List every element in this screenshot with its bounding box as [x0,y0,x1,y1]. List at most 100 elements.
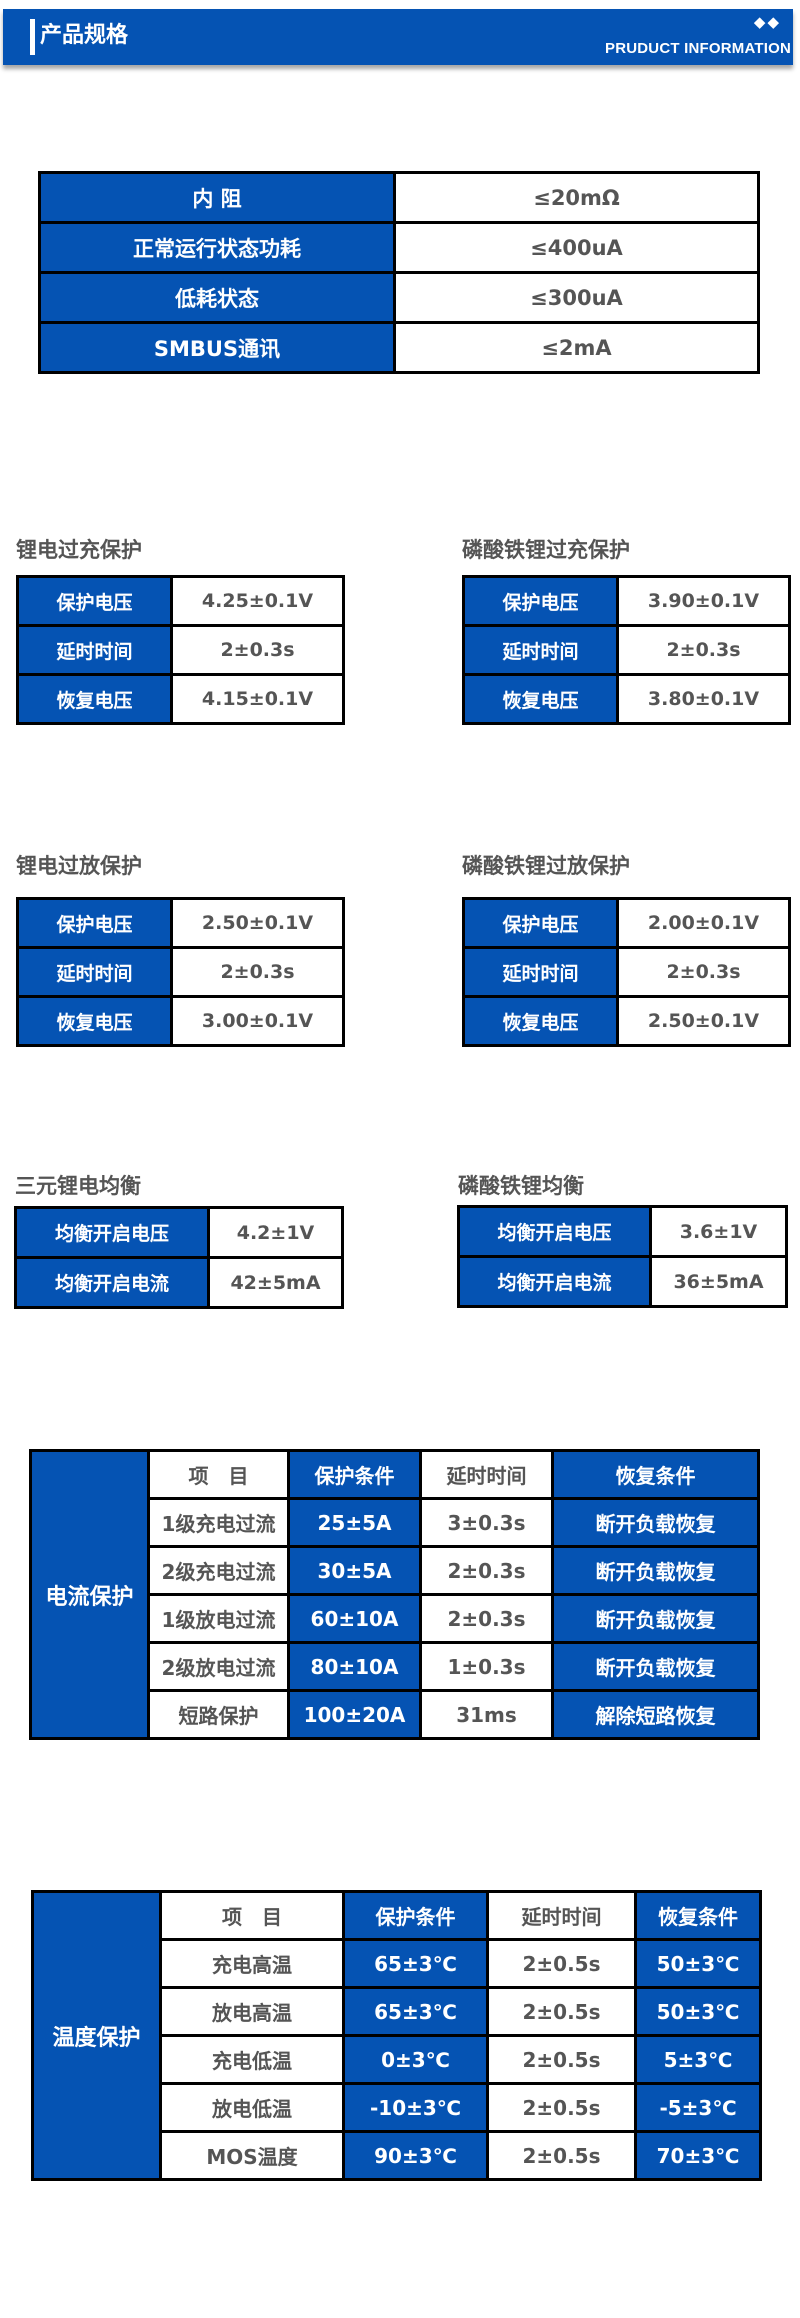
delay-cell: 3±0.3s [419,1497,554,1548]
param-label: 均衡开启电压 [14,1206,210,1259]
param-value: 3.00±0.1V [170,995,345,1047]
item-cell: 2级充电过流 [147,1545,290,1596]
condition-cell: 90±3℃ [342,2130,489,2181]
condition-cell: 100±20A [287,1689,422,1740]
table-row: 放电低温 -10±3℃ 2±0.5s -5±3℃ [33,2082,762,2133]
param-label: 延时时间 [462,624,619,676]
current-protection-table: 电流保护 项 目 保护条件 延时时间 恢复条件 1级充电过流 25±5A 3±0… [29,1449,760,1740]
param-label: 均衡开启电流 [14,1256,210,1309]
param-value: 3.90±0.1V [616,575,791,627]
param-value: 3.6±1V [649,1205,788,1258]
param-value: 4.2±1V [207,1206,344,1259]
condition-cell: 25±5A [287,1497,422,1548]
recovery-cell: -5±3℃ [634,2082,762,2133]
lfp-overdischarge-title: 磷酸铁锂过放保护 [462,854,630,878]
table-row: 1级放电过流 60±10A 2±0.3s 断开负载恢复 [31,1593,760,1644]
param-value: 42±5mA [207,1256,344,1309]
recovery-cell: 解除短路恢复 [551,1689,760,1740]
param-label: 保护电压 [16,575,173,627]
param-label: 恢复电压 [462,673,619,725]
param-value: 2.00±0.1V [616,897,791,949]
param-label: 延时时间 [462,946,619,998]
table-row: 充电低温 0±3℃ 2±0.5s 5±3℃ [33,2034,762,2085]
table-row: 低耗状态 ≤300uA [38,271,760,324]
table-row: 内 阻 ≤20mΩ [38,171,760,224]
delay-cell: 1±0.3s [419,1641,554,1692]
item-cell: 1级放电过流 [147,1593,290,1644]
table-header-row: 电流保护 项 目 保护条件 延时时间 恢复条件 [29,1449,760,1740]
delay-cell: 2±0.5s [486,2082,637,2133]
spec-value: ≤20mΩ [393,171,760,224]
recovery-cell: 5±3℃ [634,2034,762,2085]
table-row: 2级充电过流 30±5A 2±0.3s 断开负载恢复 [31,1545,760,1596]
ternary-balance-title: 三元锂电均衡 [15,1174,141,1198]
diamond-decoration-icon: ◆◆ [753,13,781,31]
table-header-row: 温度保护 项 目 保护条件 延时时间 恢复条件 [31,1890,762,2181]
condition-cell: 80±10A [287,1641,422,1692]
delay-cell: 2±0.5s [486,1986,637,2037]
column-header-item: 项 目 [147,1449,290,1500]
delay-cell: 2±0.3s [419,1593,554,1644]
temperature-protection-table: 温度保护 项 目 保护条件 延时时间 恢复条件 充电高温 65±3℃ 2±0.5… [31,1890,762,2181]
recovery-cell: 50±3℃ [634,1986,762,2037]
param-label: 保护电压 [462,575,619,627]
param-label: 恢复电压 [16,673,173,725]
item-cell: 放电低温 [159,2082,345,2133]
param-value: 2.50±0.1V [170,897,345,949]
param-value: 2±0.3s [616,946,791,998]
recovery-cell: 断开负载恢复 [551,1593,760,1644]
column-header-condition: 保护条件 [342,1890,489,1941]
item-cell: 2级放电过流 [147,1641,290,1692]
li-overdischarge-title: 锂电过放保护 [16,854,142,878]
column-header-recovery: 恢复条件 [634,1890,762,1941]
param-label: 保护电压 [462,897,619,949]
li-overcharge-title: 锂电过充保护 [16,538,142,562]
table-row: 2级放电过流 80±10A 1±0.3s 断开负载恢复 [31,1641,760,1692]
recovery-cell: 断开负载恢复 [551,1641,760,1692]
column-header-delay: 延时时间 [419,1449,554,1500]
condition-cell: 30±5A [287,1545,422,1596]
param-label: 均衡开启电压 [457,1205,652,1258]
item-cell: 短路保护 [147,1689,290,1740]
param-value: 2±0.3s [170,946,345,998]
param-value: 4.25±0.1V [170,575,345,627]
param-label: 延时时间 [16,624,173,676]
item-cell: 充电高温 [159,1938,345,1989]
condition-cell: 60±10A [287,1593,422,1644]
spec-value: ≤400uA [393,221,760,274]
spec-label: 正常运行状态功耗 [38,221,396,274]
param-value: 2±0.3s [170,624,345,676]
item-cell: 1级充电过流 [147,1497,290,1548]
param-value: 36±5mA [649,1255,788,1308]
lfp-overcharge-title: 磷酸铁锂过充保护 [462,538,630,562]
spec-label: 低耗状态 [38,271,396,324]
spec-value: ≤2mA [393,321,760,374]
delay-cell: 2±0.5s [486,2034,637,2085]
param-label: 保护电压 [16,897,173,949]
lfp-balance-title: 磷酸铁锂均衡 [458,1174,584,1198]
param-label: 恢复电压 [462,995,619,1047]
column-header-delay: 延时时间 [486,1890,637,1941]
table-row: 1级充电过流 25±5A 3±0.3s 断开负载恢复 [31,1497,760,1548]
column-header-recovery: 恢复条件 [551,1449,760,1500]
table-row: 正常运行状态功耗 ≤400uA [38,221,760,274]
param-value: 2±0.3s [616,624,791,676]
column-header-item: 项 目 [159,1890,345,1941]
recovery-cell: 断开负载恢复 [551,1497,760,1548]
title-accent-bar [30,19,35,55]
item-cell: 放电高温 [159,1986,345,2037]
